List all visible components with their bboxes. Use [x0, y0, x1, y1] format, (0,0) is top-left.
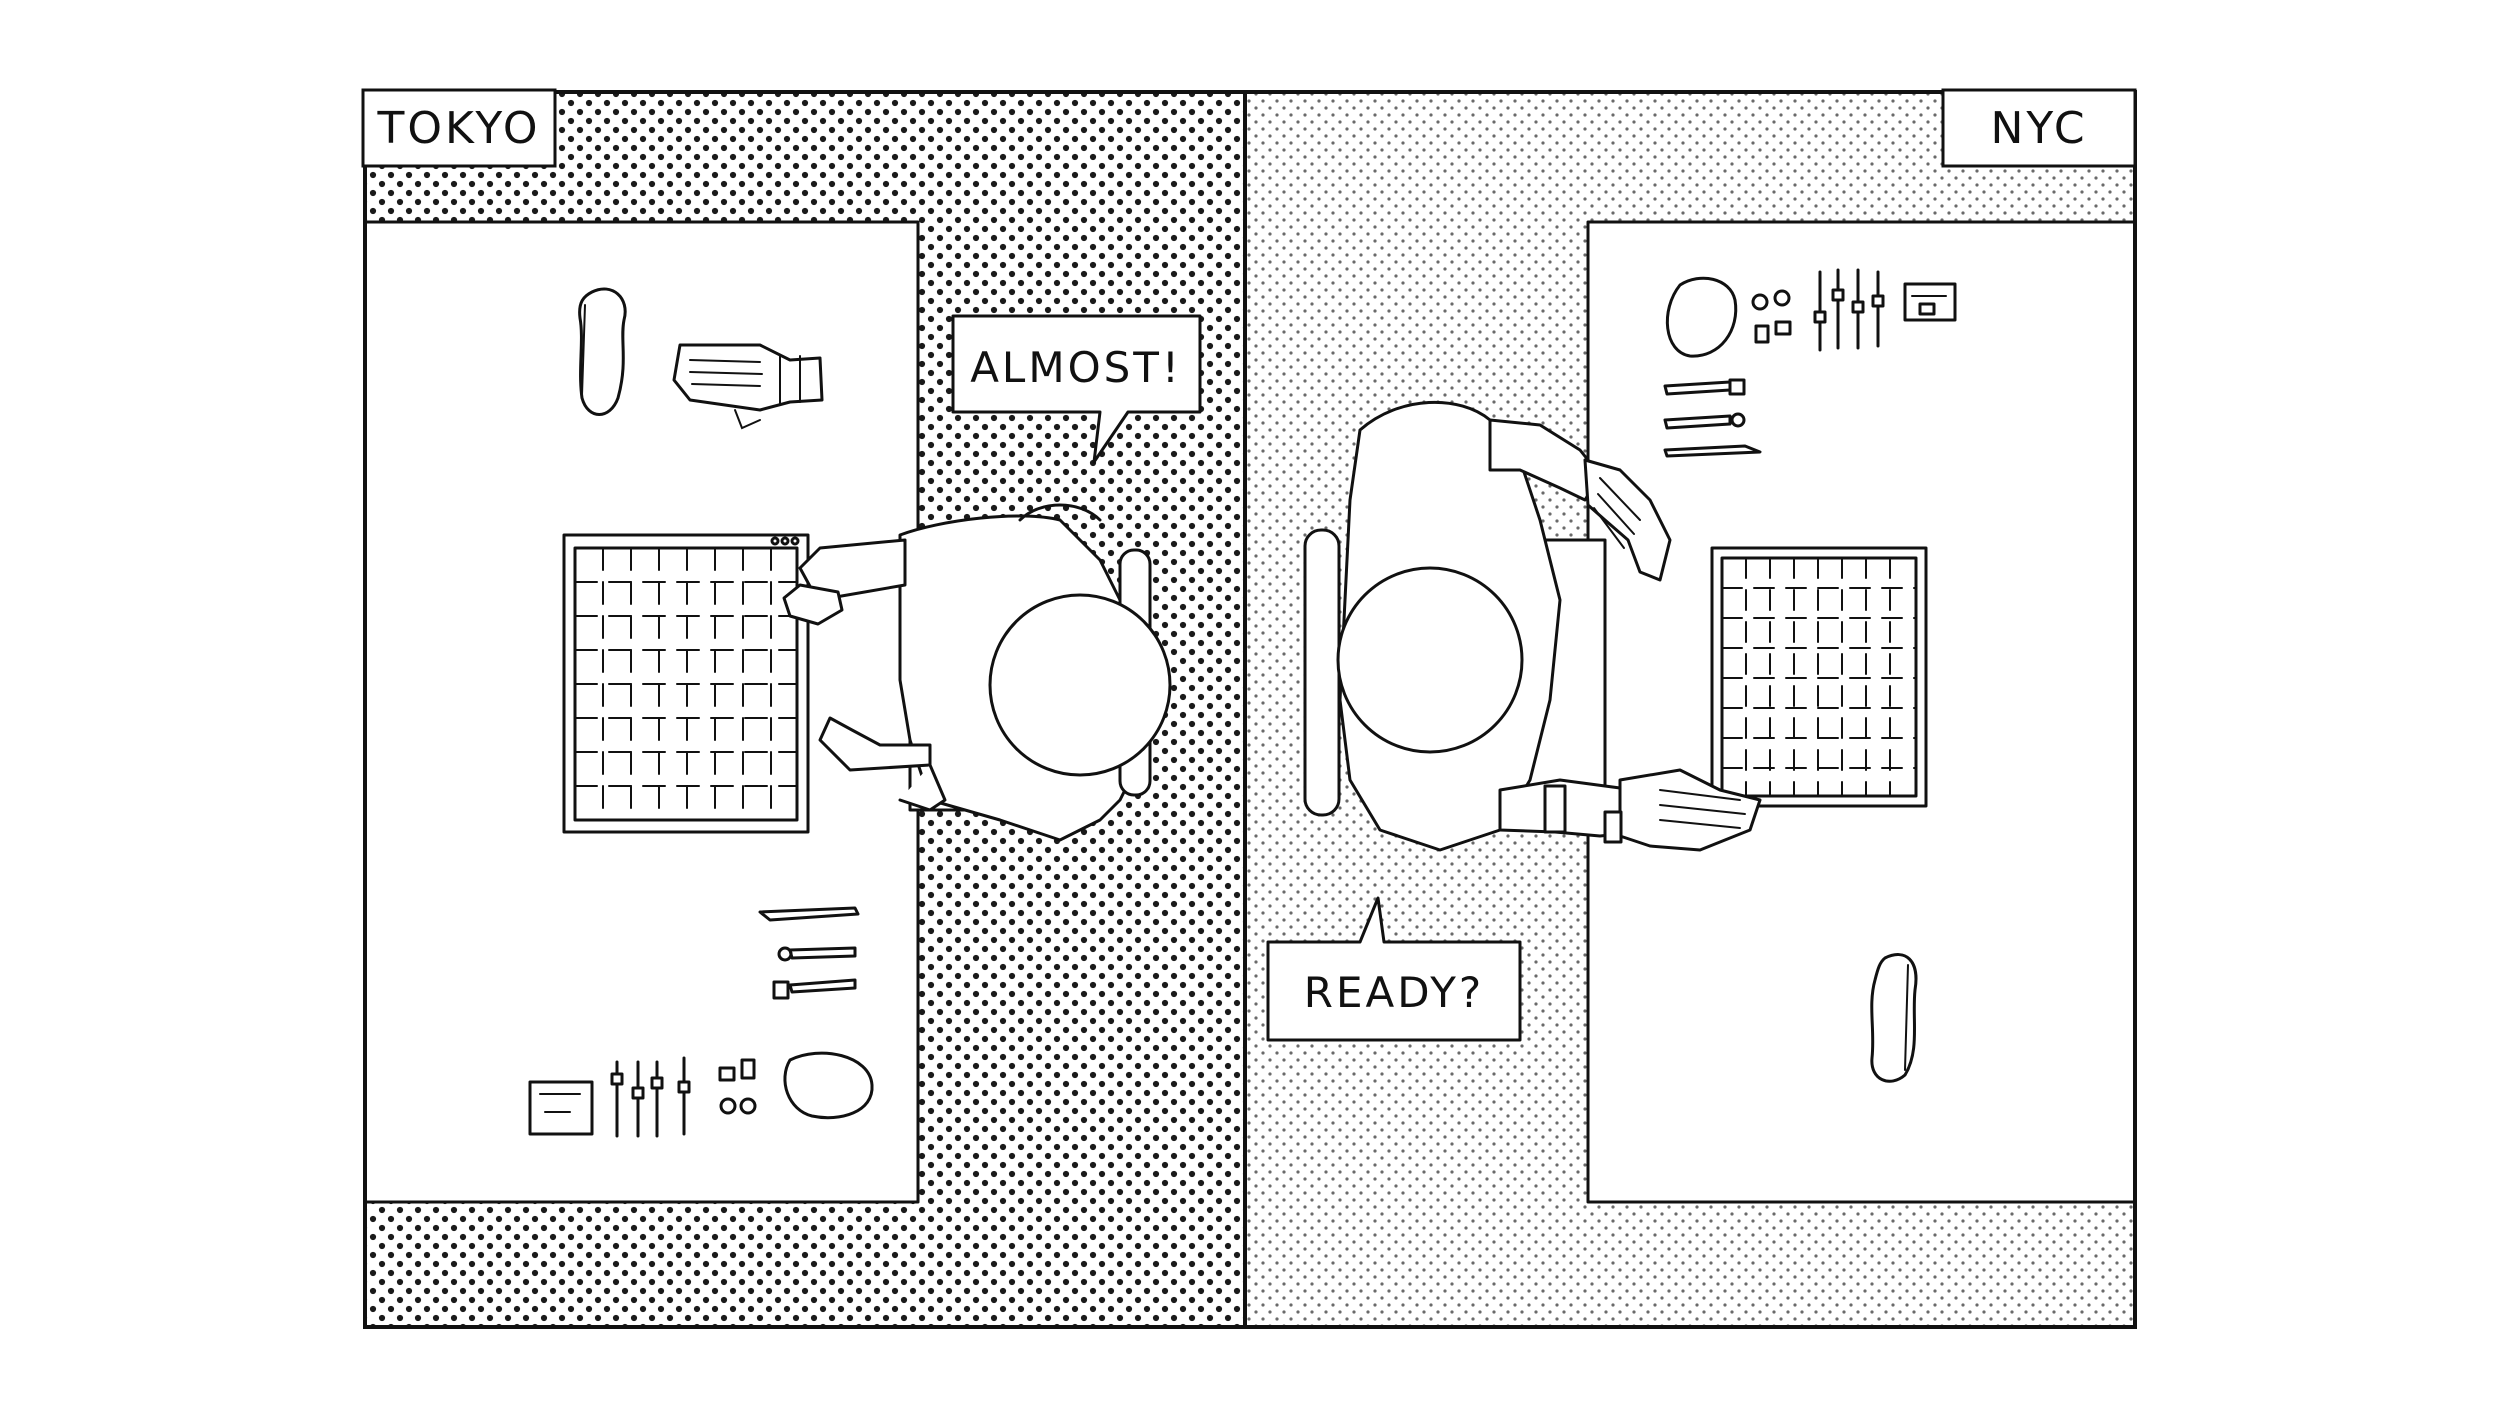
tokyo-speech-text: ALMOST! — [970, 343, 1182, 392]
stone-icon — [783, 1051, 874, 1120]
nyc-tools — [1663, 378, 1762, 458]
nyc-grid-board — [1710, 546, 1928, 808]
tokyo-person — [782, 503, 1172, 842]
stone-icon — [578, 287, 627, 416]
haptic-glove-icon — [1583, 458, 1672, 582]
nyc-speech-bubble: READY? — [1266, 896, 1522, 1042]
tokyo-label-box: TOKYO — [361, 88, 557, 168]
nyc-person — [1303, 400, 1762, 852]
tokyo-grid-board — [562, 533, 810, 834]
stone-icon — [1870, 953, 1918, 1083]
nyc-label-box: NYC — [1941, 88, 2137, 168]
haptic-glove-icon — [1543, 768, 1762, 852]
nyc-parts — [1665, 268, 1957, 358]
tokyo-label: TOKYO — [377, 103, 541, 154]
panel-frame — [363, 90, 2137, 1329]
nyc-label: NYC — [1990, 103, 2087, 154]
tokyo-parts — [528, 1051, 874, 1138]
tokyo-speech-bubble: ALMOST! — [951, 314, 1202, 464]
stone-icon — [1665, 276, 1738, 358]
tokyo-tools — [758, 906, 860, 1000]
nyc-speech-text: READY? — [1304, 968, 1484, 1017]
haptic-glove-icon — [672, 343, 824, 430]
